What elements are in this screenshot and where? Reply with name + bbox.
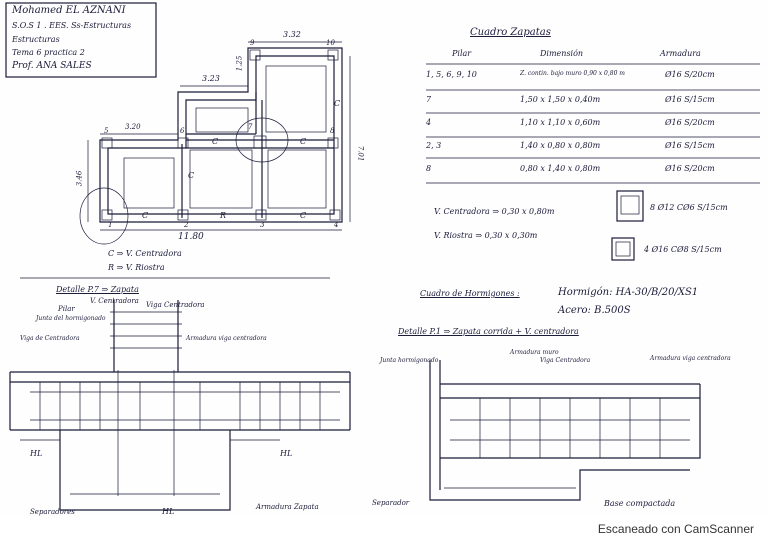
beam-label: C xyxy=(300,137,307,146)
detail-left-drawing xyxy=(9,300,351,511)
detail-note: Viga de Centradora xyxy=(20,335,80,342)
dim-mid: 3.23 xyxy=(202,74,220,83)
column-number: 4 xyxy=(334,221,339,229)
row-pilar: 1, 5, 6, 9, 10 xyxy=(426,70,477,79)
detail-note: Armadura viga centradora xyxy=(186,335,267,342)
table-title: Cuadro Zapatas xyxy=(470,27,551,38)
column-number: 9 xyxy=(250,39,255,47)
hormigon-spec: Hormigón: HA-30/B/20/XS1 xyxy=(558,287,699,298)
detail-right-drawing xyxy=(429,360,701,501)
hl-left-label: HL xyxy=(30,449,43,458)
column-number: 2 xyxy=(184,221,189,229)
riostra-dim: V. Riostra ⇒ 0,30 x 0,30m xyxy=(434,231,538,240)
base-label: Base compactada xyxy=(604,499,676,508)
legend-r: R ⇒ V. Riostra xyxy=(108,263,165,272)
table-lines xyxy=(426,63,760,261)
detail-note: Viga Centradora xyxy=(146,301,205,309)
dim-top: 3.32 xyxy=(283,30,301,39)
beam-label: R xyxy=(220,211,227,220)
row-dim: 1,40 x 0,80 x 0,80m xyxy=(520,141,601,150)
detail-note: Armadura viga centradora xyxy=(650,355,731,362)
student-name: Mohamed EL AZNANI xyxy=(12,5,126,16)
dim-right-side: 7.01 xyxy=(356,145,365,162)
table-row: 2, 3 1,40 x 0,80 x 0,80m Ø16 S/15cm xyxy=(420,139,760,159)
row-pilar: 7 xyxy=(426,95,432,104)
column-number: 6 xyxy=(180,127,185,135)
table-row: 8 0,80 x 1,40 x 0,80m Ø16 S/20cm xyxy=(420,162,760,182)
detail-note: Junta hormigonado xyxy=(380,357,439,364)
detail-note: Junta del hormigonado xyxy=(36,315,106,322)
detail-note: V. Centradora xyxy=(90,297,139,305)
row-pilar: 4 xyxy=(426,118,432,127)
dim-small: 1.25 xyxy=(235,55,244,72)
dim-left-side: 3.46 xyxy=(75,170,84,187)
beam-label: C xyxy=(188,171,195,180)
row-arm: Ø16 S/20cm xyxy=(665,118,715,127)
hl-bottom-label: HL xyxy=(162,507,175,516)
armadura-zapata-label: Armadura Zapata xyxy=(256,503,319,511)
acero-spec: Acero: B.500S xyxy=(558,305,631,316)
row-arm: Ø16 S/15cm xyxy=(665,141,715,150)
column-number: 3 xyxy=(260,221,265,229)
column-number: 8 xyxy=(330,127,335,135)
row-dim: 1,50 x 1,50 x 0,40m xyxy=(520,95,601,104)
centradora-arm: 8 Ø12 CØ6 S/15cm xyxy=(650,203,728,212)
row-dim: Z. contin. bajo muro 0,90 x 0,80 m xyxy=(520,70,625,77)
table-header-arm: Armadura xyxy=(660,49,701,58)
separador-label-right: Separador xyxy=(372,499,410,507)
row-arm: Ø16 S/20cm xyxy=(665,164,715,173)
subject-line: Estructuras xyxy=(12,35,60,44)
beam-label: C xyxy=(300,211,307,220)
column-number: 10 xyxy=(326,39,335,47)
table-row: 4 1,10 x 1,10 x 0,60m Ø16 S/20cm xyxy=(420,116,760,136)
table-row: 7 1,50 x 1,50 x 0,40m Ø16 S/15cm xyxy=(420,93,760,113)
table-header-pilar: Pilar xyxy=(452,49,472,58)
column-number: 5 xyxy=(104,127,109,135)
separador-label: Separadores xyxy=(30,508,75,516)
row-dim: 1,10 x 1,10 x 0,60m xyxy=(520,118,601,127)
centradora-dim: V. Centradora ⇒ 0,30 x 0,80m xyxy=(434,207,555,216)
detail-note: Pilar xyxy=(58,305,75,313)
legend-c: C ⇒ V. Centradora xyxy=(108,249,182,258)
column-number: 7 xyxy=(248,123,253,131)
scanner-footer: Escaneado con CamScanner xyxy=(0,517,768,543)
title-block-box xyxy=(5,2,157,78)
course-line: S.O.S 1 . EES. Ss-Estructuras xyxy=(12,21,132,30)
row-pilar: 2, 3 xyxy=(426,141,442,150)
row-pilar: 8 xyxy=(426,164,432,173)
footer-text: Escaneado con CamScanner xyxy=(597,522,754,536)
column-number: 1 xyxy=(108,221,113,229)
professor-line: Prof. ANA SALES xyxy=(12,61,92,71)
beam-label: C xyxy=(142,211,149,220)
concrete-label: Cuadro de Hormigones : xyxy=(420,289,520,298)
beam-label: C xyxy=(212,137,219,146)
task-line: Tema 6 practica 2 xyxy=(12,48,85,57)
detail-left-title: Detalle P.7 ⇒ Zapata xyxy=(56,285,139,294)
row-arm: Ø16 S/20cm xyxy=(665,70,715,79)
table-header-dim: Dimensión xyxy=(540,49,584,58)
dim-left-top: 3.20 xyxy=(125,123,141,131)
detail-right-title: Detalle P.1 ⇒ Zapata corrida + V. centra… xyxy=(398,327,579,336)
beam-label: C xyxy=(334,99,341,108)
detail-note: Viga Centradora xyxy=(540,357,591,364)
table-row: 1, 5, 6, 9, 10 Z. contin. bajo muro 0,90… xyxy=(420,68,760,88)
hl-right-label: HL xyxy=(280,449,293,458)
row-arm: Ø16 S/15cm xyxy=(665,95,715,104)
detail-note: Armadura muro xyxy=(510,349,559,356)
dim-bottom: 11.80 xyxy=(178,232,204,242)
row-dim: 0,80 x 1,40 x 0,80m xyxy=(520,164,601,173)
riostra-arm: 4 Ø16 CØ8 S/15cm xyxy=(644,245,722,254)
foundation-plan xyxy=(79,41,351,245)
